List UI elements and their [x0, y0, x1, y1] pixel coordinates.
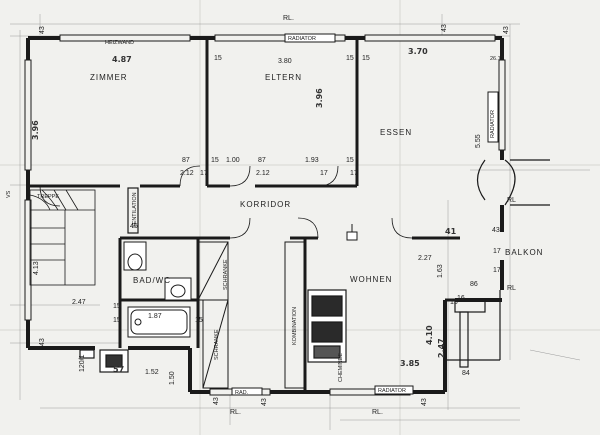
dim-385: 3.85: [400, 359, 420, 368]
mark-rl-bottom-mid: RL.: [372, 409, 383, 416]
dim-wall-43-b: 43: [441, 24, 448, 32]
dim-193: 1.93: [305, 157, 319, 164]
dim-wall-15-f: 15: [113, 303, 121, 310]
label-radiator-bottom: RADIATOR: [378, 388, 406, 394]
dim-wall-15-d: 15: [211, 157, 219, 164]
dim-16: 16: [457, 295, 465, 302]
dim-wall-17-c: 17: [350, 170, 358, 177]
dim-163: 1.63: [437, 264, 444, 278]
dim-wall-43-c: 43: [503, 26, 510, 34]
dim-57: 57: [113, 365, 124, 374]
mark-rl-bottom-left: RL.: [230, 409, 241, 416]
dim-eltern-depth: 3.96: [315, 88, 324, 108]
dim-413: 4.13: [33, 261, 40, 275]
dim-wall-15-h: 15: [195, 317, 203, 324]
column-marker: [346, 224, 358, 241]
dim-wall-15-e: 15: [346, 157, 354, 164]
label-schranke-1: SCHRANKE: [223, 259, 229, 290]
dim-45: 45: [130, 223, 138, 230]
dim-wall-15-b: 15: [346, 55, 354, 62]
dim-wall-17-b: 17: [320, 170, 328, 177]
dim-zimmer-width: 4.87: [112, 55, 132, 64]
dim-wall-26-17: 26.17: [490, 56, 504, 62]
dim-wall-43-a: 43: [39, 26, 46, 34]
dim-wall-15-a: 15: [214, 55, 222, 62]
dim-212-b: 2.12: [256, 170, 270, 177]
dim-wall-15-g: 15: [113, 317, 121, 324]
room-label-wohnen: WOHNEN: [350, 275, 392, 284]
wardrobes: [197, 241, 306, 389]
label-rad: RAD.: [235, 390, 249, 396]
dim-wall-43-g: 43: [261, 398, 268, 406]
label-kombination: KOMBINATION: [292, 307, 298, 345]
dim-zimmer-depth: 3.96: [31, 120, 40, 140]
dim-wall-15-c: 15: [362, 55, 370, 62]
label-ventilation: VENTILATION: [132, 192, 138, 228]
label-radiator-right: RADIATOR: [490, 110, 496, 138]
mark-rl-right-2: RL: [507, 285, 516, 292]
room-label-treppe: TREPPE: [37, 194, 59, 200]
exterior-box: [79, 349, 129, 373]
staircase: [29, 189, 96, 286]
dim-152: 1.52: [145, 369, 159, 376]
dim-eltern-width: 3.80: [278, 58, 292, 65]
room-label-bad-wc: BAD/WC: [133, 276, 171, 285]
dim-wall-17-a: 17: [200, 170, 208, 177]
balcony-structure: [445, 159, 550, 368]
mark-rl-top: RL.: [283, 15, 294, 22]
dim-212-a: 2.12: [180, 170, 194, 177]
dim-wall-43-e: 43: [39, 338, 46, 346]
interior-walls: [28, 38, 460, 392]
dim-227: 2.27: [418, 255, 432, 262]
radiators: [231, 33, 499, 396]
dim-84: 84: [462, 370, 470, 377]
dim-247b: 2.47: [437, 338, 446, 358]
dim-wall-15-i: 15: [450, 299, 458, 306]
dim-41: 41: [445, 227, 457, 236]
label-schranke-2: SCHRANKE: [214, 329, 220, 360]
dim-187: 1.87: [148, 313, 162, 320]
dim-wall-43-h: 43: [421, 398, 428, 406]
bathroom-fixtures: [123, 241, 192, 338]
dim-essen-width: 3.70: [408, 47, 428, 56]
room-label-balkon: BALKON: [505, 248, 543, 257]
mark-rl-right-1: RL: [507, 197, 516, 204]
mark-vs: VS: [6, 190, 12, 198]
dim-100: 1.00: [226, 157, 240, 164]
room-label-korridor: KORRIDOR: [240, 200, 291, 209]
dim-120-1: 120/1: [79, 354, 86, 372]
label-heizwand: HEIZWAND: [105, 40, 134, 46]
fireplace: [307, 289, 347, 363]
corridor-detail: [127, 187, 139, 234]
dim-247: 2.47: [72, 299, 86, 306]
door-swings: [39, 165, 413, 239]
dim-wall-17-d: 17: [493, 248, 501, 255]
label-cheminee: CHEMINEE: [338, 353, 344, 382]
dim-150: 1.50: [169, 371, 176, 385]
room-label-essen: ESSEN: [380, 128, 412, 137]
room-label-zimmer: ZIMMER: [90, 73, 128, 82]
dim-410: 4.10: [425, 325, 434, 345]
room-label-eltern: ELTERN: [265, 73, 302, 82]
dim-wall-43-d: 43: [492, 227, 500, 234]
dim-door-87-a: 87: [182, 157, 190, 164]
dim-door-87-b: 87: [258, 157, 266, 164]
dim-wall-17-e: 17: [493, 267, 501, 274]
dim-essen-depth: 5.55: [475, 134, 482, 148]
dim-wall-43-f: 43: [213, 397, 220, 405]
label-radiator-top: RADIATOR: [288, 36, 316, 42]
dim-86: 86: [470, 281, 478, 288]
